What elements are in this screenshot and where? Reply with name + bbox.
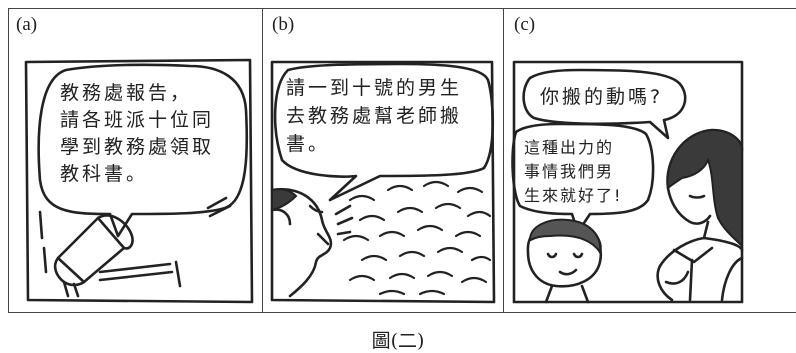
student-crowd bbox=[342, 180, 492, 296]
panel-label-b: (b) bbox=[272, 14, 295, 35]
panel-a-speech-text: 教務處報告， 請各班派十位同 學到教務處領取 教科書。 bbox=[60, 82, 215, 185]
megaphone-icon bbox=[53, 214, 134, 298]
table-divider-1 bbox=[262, 8, 263, 313]
panel-c-teacher-bubble bbox=[522, 68, 687, 140]
teacher-hair bbox=[666, 128, 743, 249]
figure-caption: 圖(二) bbox=[371, 330, 425, 352]
boy-hair bbox=[528, 218, 602, 255]
table-divider-2 bbox=[503, 8, 504, 313]
panel-a-frame bbox=[24, 58, 254, 304]
panel-b-speech-text: 請一到十號的男生 去教務處幫老師搬 書。 bbox=[286, 77, 463, 155]
panel-c-boy-speech-text: 這種出力的 事情我們男 生來就好了! bbox=[524, 138, 623, 205]
teacher-b-hair bbox=[271, 188, 298, 212]
panel-label-c: (c) bbox=[514, 14, 536, 35]
table-bottom-border bbox=[8, 312, 796, 313]
panel-b-speech-bubble bbox=[273, 62, 495, 202]
table-left-border bbox=[8, 8, 9, 313]
panel-b-frame bbox=[270, 60, 496, 304]
panel-c-frame bbox=[512, 60, 744, 304]
panel-c-boy-bubble bbox=[511, 122, 655, 234]
panel-c-teacher-speech-text: 你搬的動嗎? bbox=[540, 86, 664, 108]
table-top-border bbox=[8, 8, 796, 9]
panel-label-a: (a) bbox=[16, 14, 38, 35]
